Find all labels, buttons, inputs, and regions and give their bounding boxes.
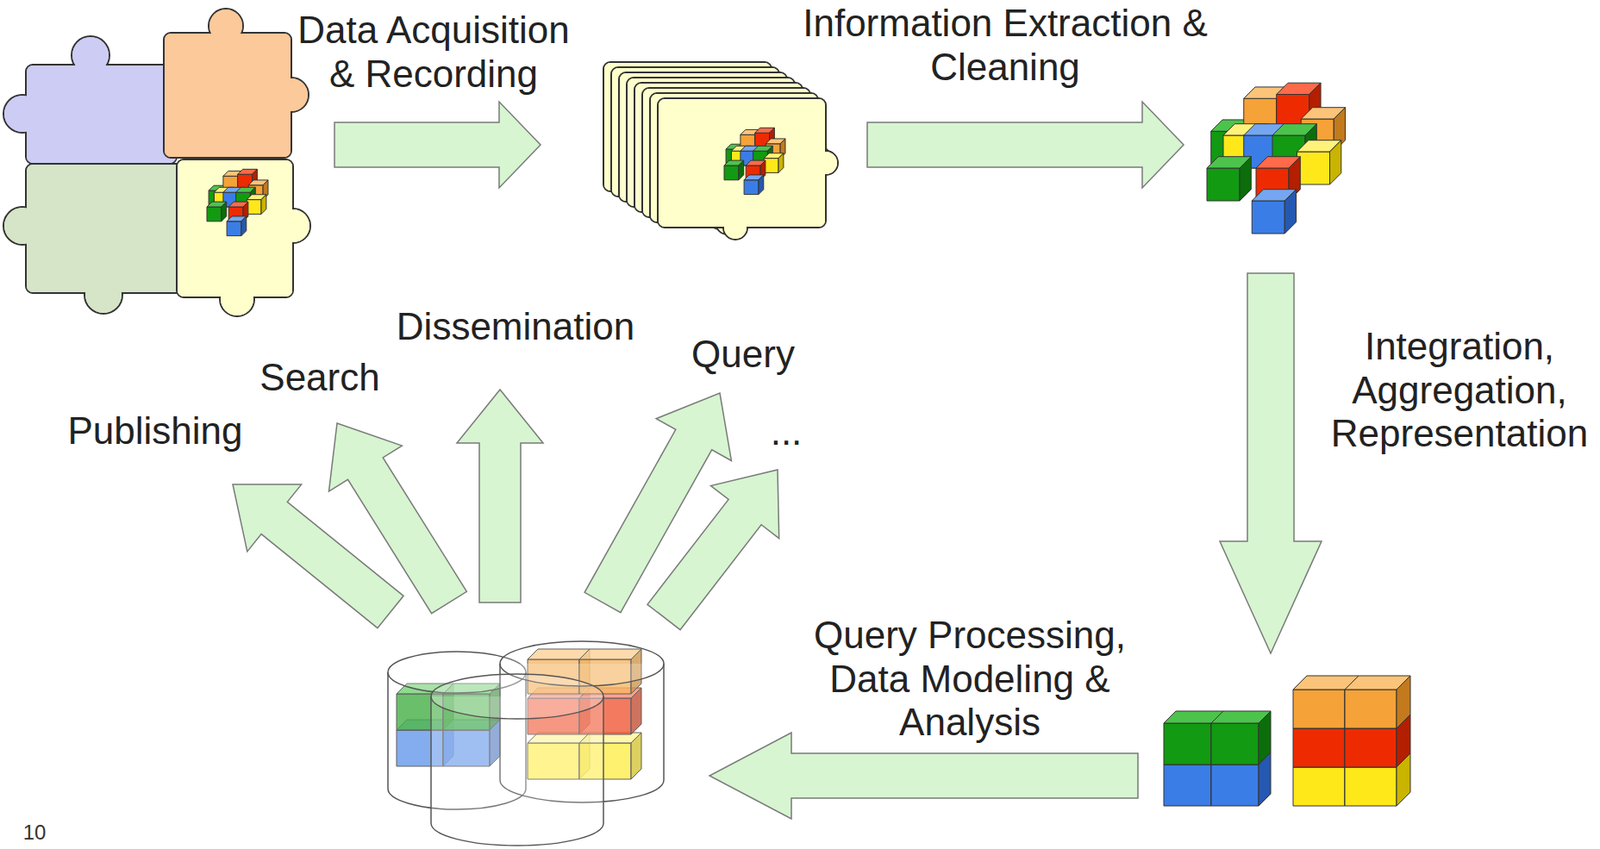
stage-label: Integration, Aggregation, Representation — [1325, 325, 1594, 457]
flow-arrow — [334, 101, 541, 188]
piece-fill — [658, 99, 825, 227]
cube-face — [206, 206, 222, 222]
puzzle-piece — [3, 163, 190, 314]
cube-face — [221, 201, 227, 222]
cube-face — [778, 153, 784, 174]
flow-arrow — [329, 423, 468, 614]
puzzle-piece — [176, 159, 311, 317]
flow-arrow — [1219, 273, 1322, 654]
database — [387, 641, 664, 846]
piece-outline — [657, 98, 826, 228]
cube-face — [1297, 151, 1331, 185]
output-label: Search — [259, 356, 380, 400]
cube-cluster — [206, 168, 269, 236]
piece-outline — [25, 163, 190, 294]
cube-face — [1284, 189, 1296, 234]
cube-face — [1163, 723, 1212, 765]
cube-face — [763, 158, 779, 174]
cube-face — [1330, 140, 1342, 185]
cube-face — [226, 221, 242, 237]
piece-fill — [220, 282, 254, 316]
flow-arrow — [456, 389, 544, 603]
cube-face — [241, 216, 247, 237]
cube-face — [758, 175, 764, 195]
piece-outline — [25, 64, 177, 164]
cube-face — [1293, 728, 1345, 768]
puzzle-piece — [3, 36, 177, 164]
flow-arrow — [867, 101, 1184, 188]
cube-face — [1211, 764, 1259, 807]
cube-face — [738, 160, 744, 181]
output-label: ... — [770, 410, 803, 455]
piece-fill — [275, 78, 308, 112]
cube-face — [246, 200, 262, 215]
cube-face — [1293, 689, 1345, 729]
piece-fill — [814, 151, 838, 175]
piece-fill — [276, 209, 310, 243]
piece-outline — [163, 32, 292, 158]
output-label: Dissemination — [396, 305, 635, 350]
cube-face — [1206, 168, 1240, 201]
cube-cluster — [1206, 82, 1346, 234]
output-label: Publishing — [67, 409, 243, 454]
cube-face — [1258, 711, 1271, 765]
paper-sheet — [657, 98, 838, 240]
cube-face — [1396, 675, 1411, 729]
piece-fill — [4, 207, 41, 244]
output-label: Query — [691, 332, 795, 377]
cube-face — [743, 180, 759, 195]
cube-face — [1163, 764, 1212, 807]
piece-fill — [177, 160, 293, 297]
piece-fill — [164, 33, 291, 157]
piece-fill — [724, 216, 747, 239]
flow-arrow — [709, 732, 1138, 819]
piece-fill — [85, 276, 122, 313]
cube-face — [1344, 689, 1397, 729]
piece-fill — [209, 9, 243, 43]
cube-blocks — [1163, 675, 1411, 807]
cube-face — [724, 165, 739, 181]
cube-face — [1293, 767, 1345, 807]
cube-face — [1211, 723, 1259, 765]
stage-label: Data Acquisition & Recording — [282, 8, 585, 96]
cube-face — [1344, 767, 1397, 807]
cube-cluster — [724, 127, 786, 194]
piece-fill — [4, 95, 41, 132]
slide-number: 10 — [23, 820, 47, 845]
piece-fill — [26, 164, 189, 293]
cube-face — [1239, 156, 1251, 201]
stage-label: Information Extraction & Cleaning — [789, 1, 1221, 89]
cube-face — [1251, 200, 1285, 234]
stage-label: Query Processing, Data Modeling & Analys… — [806, 613, 1134, 745]
cube-face — [1344, 728, 1397, 768]
cylinder-top — [431, 674, 604, 719]
piece-fill — [26, 65, 176, 163]
puzzle-piece — [163, 8, 309, 158]
piece-outline — [176, 159, 294, 298]
cube-face — [261, 194, 267, 215]
paper-sheet — [650, 93, 831, 235]
flow-arrow — [647, 469, 780, 631]
piece-fill — [72, 37, 109, 74]
